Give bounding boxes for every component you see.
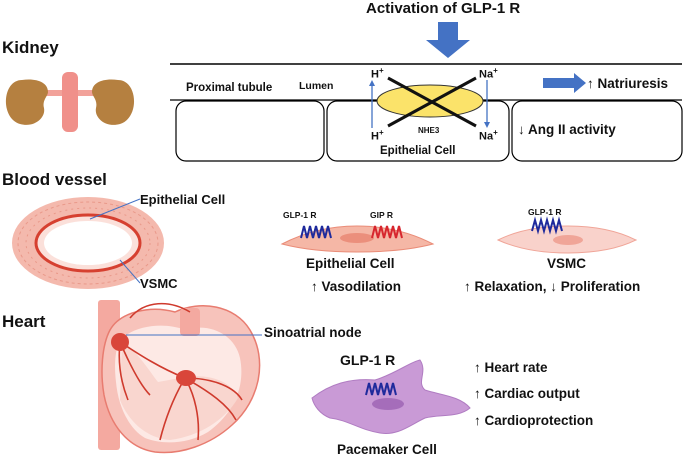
h-ion-charge: + — [378, 128, 384, 137]
pacemaker-cell-label: Pacemaker Cell — [337, 442, 437, 457]
na-ion-charge: + — [493, 128, 498, 137]
endothelial-cell-title: Epithelial Cell — [306, 256, 395, 271]
ang2-effect: ↓ Ang II activity — [518, 122, 616, 137]
vessel-cross-section — [12, 197, 164, 289]
epithelial-callout-line — [89, 198, 141, 220]
glp1r-tag-endothelial: GLP-1 R — [283, 210, 317, 220]
vsmc-effect: ↑ Relaxation, ↓ Proliferation — [464, 279, 641, 294]
na-ion-top: Na+ — [479, 66, 498, 81]
h-flux-arrowhead — [369, 80, 375, 86]
tubule-cell-right — [511, 100, 683, 162]
proximal-tubule-label: Proximal tubule — [186, 82, 273, 94]
heart-effect-cardioprotection: ↑ Cardioprotection — [474, 413, 594, 428]
heart-effect-cardiac-output: ↑ Cardiac output — [474, 386, 580, 401]
gipr-receptor-red — [371, 225, 403, 239]
sinoatrial-node — [111, 333, 129, 351]
inhibition-cross-b — [387, 76, 477, 128]
kidney-epithelial-cell-label: Epithelial Cell — [380, 145, 456, 157]
activation-title: Activation of GLP-1 R — [366, 0, 521, 17]
natriuresis-effect: ↑ Natriuresis — [587, 76, 669, 91]
pacemaker-nucleus — [372, 398, 404, 410]
nhe3-label: NHE3 — [418, 126, 440, 135]
sinoatrial-node-label: Sinoatrial node — [264, 325, 362, 340]
h-ion-symbol: H — [371, 130, 379, 143]
activation-arrow — [426, 22, 470, 58]
av-node — [176, 370, 196, 386]
tubule-cell-left — [175, 100, 325, 162]
na-ion-symbol: Na — [479, 68, 494, 81]
vasodilation-effect: ↑ Vasodilation — [311, 279, 402, 294]
h-ion-charge: + — [378, 66, 384, 75]
na-ion-symbol: Na — [479, 130, 494, 143]
na-ion-charge: + — [493, 66, 498, 75]
h-ion-bottom: H+ — [371, 128, 384, 143]
kidney-section-label: Kidney — [2, 38, 59, 57]
natriuresis-arrow — [543, 73, 586, 93]
heart-effect-heart-rate: ↑ Heart rate — [474, 360, 548, 375]
glp1r-receptor-vsmc — [531, 216, 563, 235]
gipr-tag: GIP R — [370, 210, 393, 220]
h-ion-top: H+ — [371, 66, 384, 81]
glp1r-receptor-blue — [300, 225, 332, 239]
kidney-icon — [5, 72, 135, 132]
na-ion-bottom: Na+ — [479, 128, 498, 143]
glp1r-tag-vsmc: GLP-1 R — [528, 207, 562, 217]
h-ion-symbol: H — [371, 68, 379, 81]
vsmc-shape — [496, 225, 638, 254]
glp1r-receptor-pacemaker — [365, 382, 397, 396]
vsmc-callout-line — [119, 259, 141, 284]
vsmc-callout-label: VSMC — [140, 276, 178, 291]
vsmc-title: VSMC — [547, 256, 587, 271]
lumen-label: Lumen — [299, 80, 334, 92]
heart-section-label: Heart — [2, 312, 46, 331]
na-flux-arrowhead — [484, 122, 490, 128]
pacemaker-cell-shape — [311, 359, 471, 435]
blood-vessel-section-label: Blood vessel — [2, 170, 107, 189]
pacemaker-glp1r-label: GLP-1 R — [340, 352, 396, 368]
epithelial-callout-label: Epithelial Cell — [140, 192, 226, 207]
